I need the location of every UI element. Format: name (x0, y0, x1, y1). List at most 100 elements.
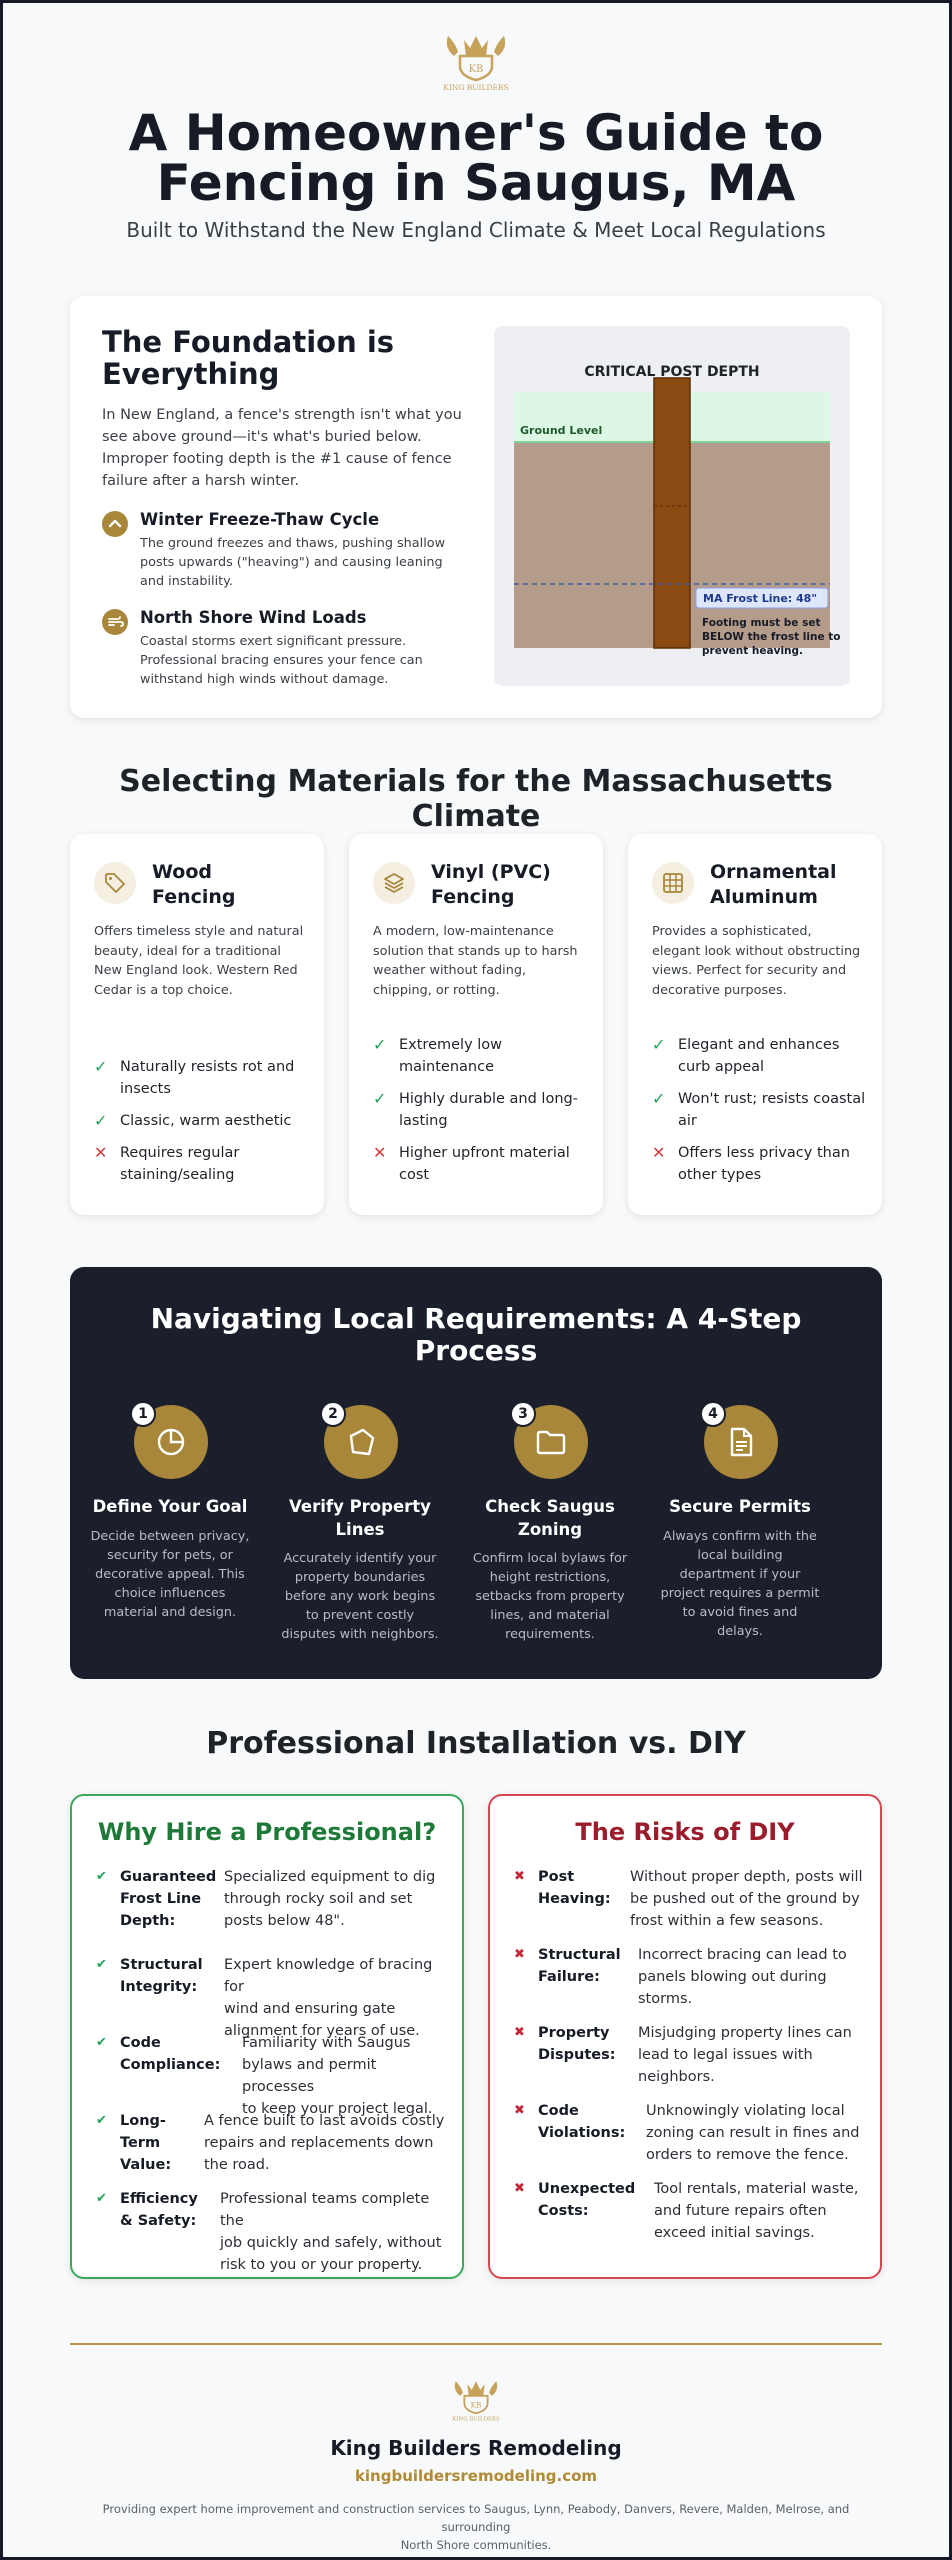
material-description: A modern, low-maintenance solution that … (373, 924, 578, 998)
cross-icon: ✕ (94, 1143, 108, 1162)
pro-point: ✓Extremely low maintenance (373, 1035, 503, 1075)
pro-point: ✓Classic, warm aesthetic (94, 1111, 292, 1130)
check-icon: ✔ (96, 2113, 107, 2128)
svg-text:KB: KB (471, 2400, 482, 2409)
check-icon: ✔ (96, 2191, 107, 2206)
diagram-note: prevent heaving. (702, 645, 803, 657)
material-description: Provides a sophisticated, elegant look w… (652, 924, 861, 998)
pro-point: ✓Naturally resists rot and insects (94, 1057, 295, 1097)
pro-point: ✓Highly durable and long-lasting (373, 1089, 578, 1129)
step-number: 3 (510, 1401, 536, 1427)
footer-website-link[interactable]: kingbuildersremodeling.com (354, 2467, 598, 2485)
check-icon: ✓ (94, 1057, 108, 1076)
cross-icon: ✕ (373, 1143, 387, 1162)
page-subtitle: Built to Withstand the New England Clima… (126, 218, 826, 242)
check-icon: ✔ (96, 1957, 107, 1972)
feature-freeze-thaw: Winter Freeze-Thaw Cycle The ground free… (102, 510, 472, 590)
wind-icon (102, 609, 128, 635)
post-depth-diagram: CRITICAL POST DEPTH Ground Level MA Fros… (494, 326, 850, 686)
check-icon: ✓ (652, 1089, 666, 1108)
step-text: Confirm local bylaws for height restrict… (472, 1551, 628, 1642)
cross-icon: ✖ (514, 1869, 525, 1884)
chevron-up-icon (102, 511, 128, 537)
check-icon: ✓ (652, 1035, 666, 1054)
cross-icon: ✖ (514, 1947, 525, 1962)
feature-title: Winter Freeze-Thaw Cycle (140, 510, 380, 529)
pro-card-title: Why Hire a Professional? (97, 1818, 437, 1846)
frost-label-box (695, 587, 829, 609)
footer-service-area: Providing expert home improvement and co… (102, 2502, 850, 2552)
step-text: Decide between privacy, security for pet… (90, 1529, 250, 1620)
check-icon: ✓ (94, 1111, 108, 1130)
material-points: ✓Elegant and enhances curb appeal ✓Won't… (652, 1034, 866, 1196)
check-icon: ✔ (96, 1869, 107, 1884)
footer-divider (70, 2343, 882, 2345)
con-point: ✕Requires regular staining/sealing (94, 1143, 240, 1183)
material-title: Vinyl (PVC)Fencing (431, 861, 551, 908)
step-number: 4 (700, 1401, 726, 1427)
diy-card-title: The Risks of DIY (575, 1818, 795, 1846)
step-number: 2 (320, 1401, 346, 1427)
check-icon: ✔ (96, 2035, 107, 2050)
material-points: ✓Extremely low maintenance ✓Highly durab… (373, 1034, 587, 1196)
svg-text:KB: KB (469, 64, 484, 75)
footer-logo: KB KING BUILDERS (446, 2374, 506, 2423)
compare-section-title: Professional Installation vs. DIY (206, 1726, 746, 1761)
con-point: ✕Offers less privacy than other types (652, 1143, 850, 1183)
king-builders-logo: KB KING BUILDERS (436, 26, 516, 92)
tag-icon (94, 862, 136, 904)
footer-company-name: King Builders Remodeling (330, 2436, 622, 2460)
diagram-note: Footing must be set (702, 617, 820, 629)
step-title: Secure Permits (669, 1497, 811, 1516)
material-card-vinyl: Vinyl (PVC)Fencing A modern, low-mainten… (349, 834, 603, 1215)
pro-point: ✓Elegant and enhances curb appeal (652, 1035, 840, 1075)
con-point: ✕Higher upfront material cost (373, 1143, 570, 1183)
cross-icon: ✖ (514, 2103, 525, 2118)
step-title: Verify Property Lines (289, 1497, 431, 1539)
feature-title: North Shore Wind Loads (140, 608, 367, 627)
feature-wind-loads: North Shore Wind Loads Coastal storms ex… (102, 608, 472, 688)
reason-text: Tool rentals, material waste,and future … (654, 2181, 859, 2241)
material-points: ✓Naturally resists rot and insects ✓Clas… (94, 1056, 308, 1196)
feature-text: Coastal storms exert significant pressur… (140, 634, 423, 687)
pro-reason-row: ✔Efficiency& Safety:Professional teams c… (96, 2188, 446, 2273)
fence-post (653, 377, 691, 649)
pro-point: ✓Won't rust; resists coastal air (652, 1089, 866, 1129)
cross-icon: ✕ (652, 1143, 666, 1162)
check-icon: ✓ (373, 1089, 387, 1108)
foundation-intro: In New England, a fence's strength isn't… (102, 407, 462, 489)
ground-level-label: Ground Level (520, 424, 602, 437)
